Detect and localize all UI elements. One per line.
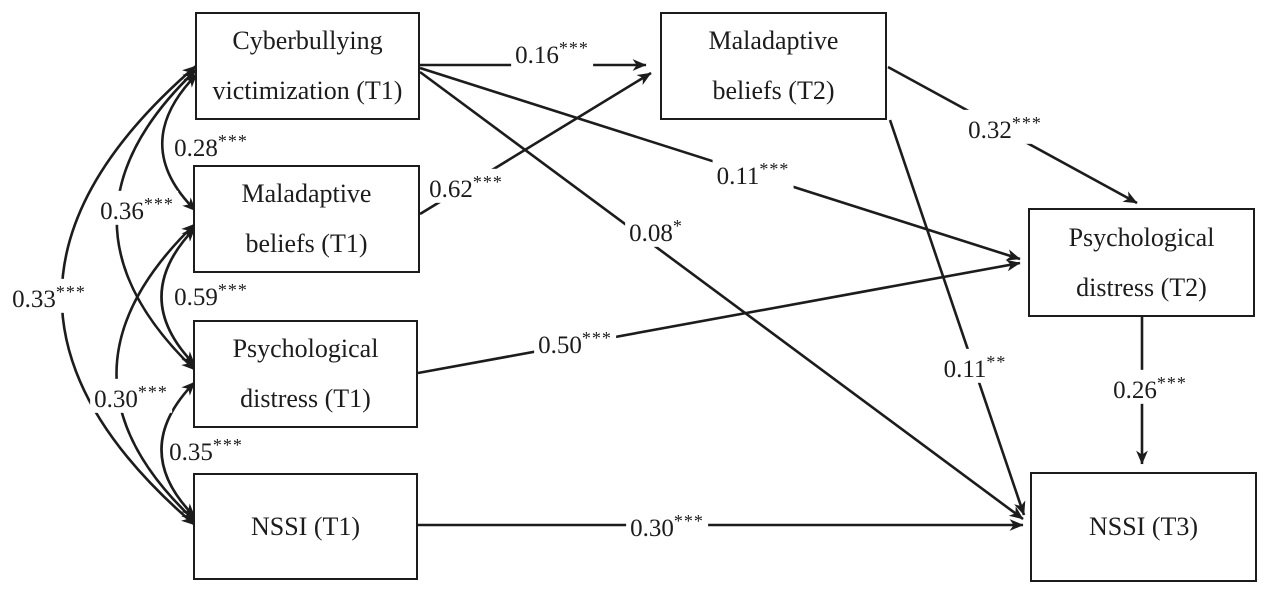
path-pd-t1-to-pd-t2	[417, 259, 1021, 375]
coef-pd-t2-to-nssi-t3: 0.26***	[1109, 369, 1191, 405]
node-maladaptive-beliefs-t1: Maladaptive beliefs (T1)	[193, 165, 420, 273]
node-label-line: victimization (T1)	[212, 76, 403, 105]
node-cyberbullying-victimization-t1: Cyberbullying victimization (T1)	[195, 12, 420, 120]
corr-coef-mb-pd: 0.59***	[170, 276, 252, 312]
node-nssi-t1: NSSI (T1)	[193, 473, 418, 580]
corr-coef-cv-mb: 0.28***	[170, 127, 252, 163]
coef-cv-t1-to-pd-t2: 0.11***	[712, 155, 794, 191]
node-psychological-distress-t2: Psychological distress (T2)	[1028, 208, 1255, 317]
node-label-line: Maladaptive	[241, 179, 372, 208]
node-label-line: NSSI (T1)	[250, 511, 361, 541]
coef-mb-t1-to-mb-t2: 0.62***	[425, 168, 507, 204]
node-label-line: distress (T1)	[240, 384, 371, 413]
node-label-line: beliefs (T1)	[245, 229, 368, 258]
coef-cv-t1-to-mb-t2: 0.16***	[511, 34, 593, 70]
node-label-line: beliefs (T2)	[712, 76, 835, 105]
node-label-line: NSSI (T3)	[1088, 512, 1199, 541]
node-label-line: distress (T2)	[1076, 272, 1207, 302]
node-label-line: Psychological	[232, 334, 379, 363]
node-psychological-distress-t1: Psychological distress (T1)	[193, 320, 418, 428]
node-maladaptive-beliefs-t2: Maladaptive beliefs (T2)	[660, 12, 887, 120]
corr-coef-cv-nssi: 0.33***	[8, 278, 90, 314]
corr-coef-mb-nssi: 0.30***	[90, 378, 172, 414]
node-label-line: Psychological	[1068, 222, 1215, 252]
path-cv-t1-to-nssi-t3	[419, 70, 1024, 521]
corr-coef-cv-pd: 0.36***	[96, 190, 178, 226]
node-nssi-t3: NSSI (T3)	[1030, 472, 1257, 582]
node-label-line: Cyberbullying	[232, 26, 383, 55]
corr-coef-pd-nssi: 0.35***	[165, 431, 247, 467]
node-label-line: Maladaptive	[708, 26, 839, 55]
coef-cv-t1-to-nssi-t3: 0.08*	[625, 212, 687, 248]
coef-mb-t2-to-pd-t2: 0.32***	[964, 109, 1046, 145]
path-mb-t2-to-nssi-t3	[888, 119, 1026, 516]
coef-pd-t1-to-pd-t2: 0.50***	[534, 324, 616, 360]
corr-mb-t1-nssi-t1	[115, 223, 196, 522]
coef-nssi-t1-to-nssi-t3: 0.30***	[626, 507, 708, 543]
coef-mb-t2-to-nssi-t3: 0.11**	[939, 348, 1011, 384]
